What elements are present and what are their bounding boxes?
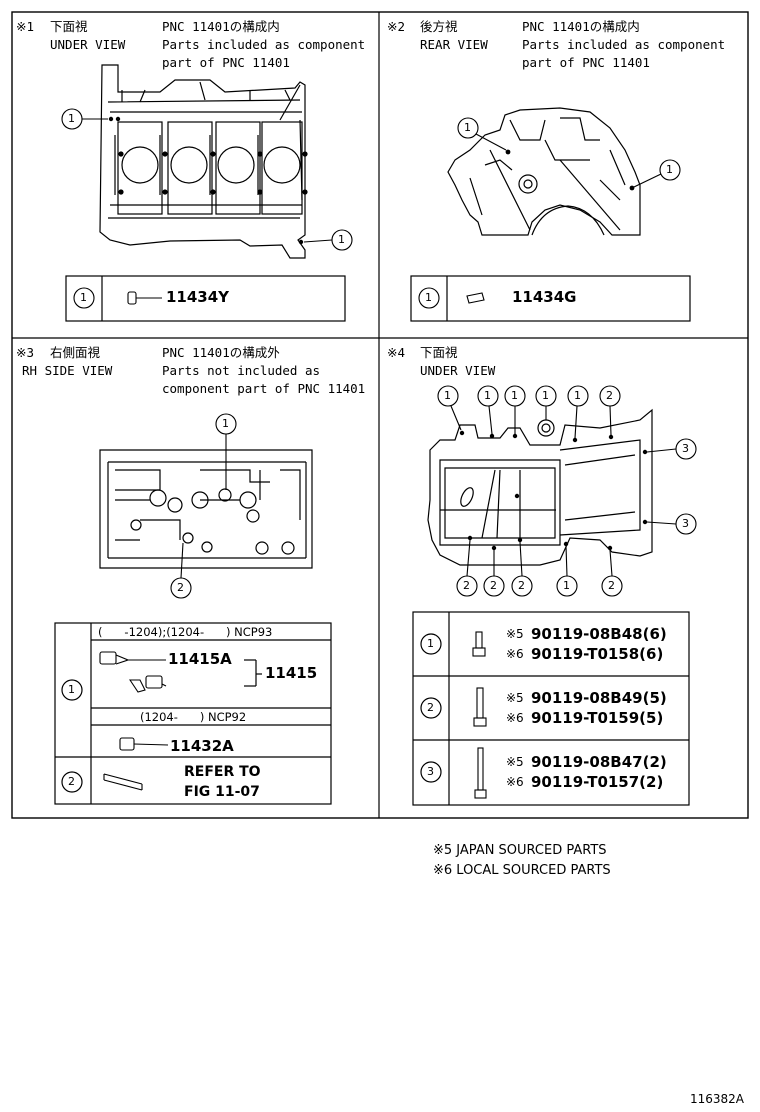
stud-bolt-icon <box>103 773 143 791</box>
panel3-pnc: PNC 11401の構成外 <box>162 345 280 360</box>
panel4-callout-i: 2 <box>463 579 470 592</box>
panel1-note-line2: part of PNC 11401 <box>162 55 290 70</box>
panel3-view-jp: 右側面視 <box>50 345 101 360</box>
legend-local-sourced: ※6 LOCAL SOURCED PARTS <box>433 863 611 878</box>
panel2-pnc: PNC 11401の構成内 <box>522 19 640 34</box>
panel4-row3-part1: 90119-08B47(2) <box>531 753 667 771</box>
bolt-icon <box>473 687 487 727</box>
panel1-mark: ※1 <box>16 19 34 34</box>
panel4-row3-mark1: ※5 <box>506 755 524 769</box>
legend-japan-sourced: ※5 JAPAN SOURCED PARTS <box>433 843 607 858</box>
panel3-part-b: 11432A <box>170 737 234 755</box>
panel4-row1-part1: 90119-08B48(6) <box>531 625 667 643</box>
plug-icon <box>466 292 485 304</box>
panel4-row1-mark1: ※5 <box>506 627 524 641</box>
panel2-view-en: REAR VIEW <box>420 37 488 52</box>
panel1-callout-1a: 1 <box>68 112 75 125</box>
panel4-callout-a: 1 <box>444 389 451 402</box>
panel4-callout-h: 3 <box>682 517 689 530</box>
panel4-row2-part2: 90119-T0159(5) <box>531 709 664 727</box>
panel2-note-line2: part of PNC 11401 <box>522 55 650 70</box>
panel4-row3-part2: 90119-T0157(2) <box>531 773 664 791</box>
panel4-callout-b: 1 <box>484 389 491 402</box>
panel4-row2-index: 2 <box>427 701 434 714</box>
bolt-icon <box>474 747 487 799</box>
panel4-row2-mark2: ※6 <box>506 711 524 725</box>
panel1-part-number: 11434Y <box>166 288 230 306</box>
panel3-callout-2: 2 <box>177 581 184 594</box>
panel2-view-jp: 後方視 <box>420 19 458 34</box>
sensor-icon <box>99 651 166 665</box>
panel4-row2-part1: 90119-08B49(5) <box>531 689 667 707</box>
panel4-callout-l: 1 <box>563 579 570 592</box>
panel3-part-group: 11415 <box>265 664 318 682</box>
panel4-row3-index: 3 <box>427 765 434 778</box>
panel3-view-en: RH SIDE VIEW <box>22 363 113 378</box>
panel4-callout-k: 2 <box>518 579 525 592</box>
panel3-callout-1: 1 <box>222 417 229 430</box>
figure-id: 116382A <box>690 1092 745 1106</box>
panel1-note-line1: Parts included as component <box>162 37 366 52</box>
panel4-callout-m: 2 <box>608 579 615 592</box>
panel3-note-line2: component part of PNC 11401 <box>162 381 366 396</box>
panel2-note-line1: Parts included as component <box>522 37 726 52</box>
panel4-row3-mark2: ※6 <box>506 775 524 789</box>
panel4-row1-mark2: ※6 <box>506 647 524 661</box>
plug-icon <box>119 737 169 751</box>
panel4-row2-mark1: ※5 <box>506 691 524 705</box>
connector-icon <box>128 675 167 693</box>
panel1-table-index: 1 <box>80 291 87 304</box>
panel3-row1-header: ( -1204);(1204- ) NCP93 <box>98 625 273 639</box>
panel4-callout-j: 2 <box>490 579 497 592</box>
panel1-view-en: UNDER VIEW <box>50 37 126 52</box>
panel3-note-line1: Parts not included as <box>162 363 321 378</box>
panel4-callout-c: 1 <box>511 389 518 402</box>
panel3-part-a: 11415A <box>168 650 232 668</box>
panel4-row1-part2: 90119-T0158(6) <box>531 645 664 663</box>
panel1-callout-1b: 1 <box>338 233 345 246</box>
panel1-view-jp: 下面視 <box>50 19 88 34</box>
plug-icon <box>127 291 162 305</box>
panel3-refer-line2: FIG 11-07 <box>184 784 260 800</box>
panel4-callout-g: 3 <box>682 442 689 455</box>
panel2-part-number: 11434G <box>512 288 577 306</box>
panel3-refer-line1: REFER TO <box>184 764 261 780</box>
panel4-callout-d: 1 <box>542 389 549 402</box>
panel2-table-index: 1 <box>425 291 432 304</box>
panel4-row1-index: 1 <box>427 637 434 650</box>
panel3-row1-subheader: (1204- ) NCP92 <box>140 710 247 724</box>
panel4-callout-e: 1 <box>574 389 581 402</box>
panel3-table-index-1: 1 <box>68 683 75 696</box>
panel4-view-jp: 下面視 <box>420 345 458 360</box>
panel2-callout-1b: 1 <box>666 163 673 176</box>
panel3-mark: ※3 <box>16 345 34 360</box>
panel4-mark: ※4 <box>387 345 405 360</box>
bolt-icon <box>472 631 486 657</box>
panel2-callout-1a: 1 <box>464 121 471 134</box>
panel4-view-en: UNDER VIEW <box>420 363 496 378</box>
panel1-pnc: PNC 11401の構成内 <box>162 19 280 34</box>
panel3-table-index-2: 2 <box>68 775 75 788</box>
panel2-mark: ※2 <box>387 19 405 34</box>
panel4-callout-f: 2 <box>606 389 613 402</box>
